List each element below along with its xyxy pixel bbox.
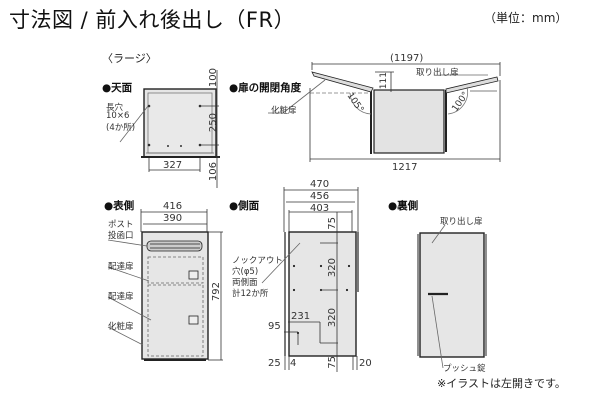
dim-top-100: 100 xyxy=(208,68,219,88)
dim-25: 25 xyxy=(268,358,281,369)
dim-height: 792 xyxy=(211,282,222,302)
dim-overall: 1217 xyxy=(392,162,418,173)
dim-95: 95 xyxy=(268,321,281,332)
dim-outer-width: 416 xyxy=(163,201,183,212)
dim-4: 4 xyxy=(290,358,297,369)
dim-top-106: 106 xyxy=(208,162,219,182)
knockout-note-2: 穴(φ5) xyxy=(232,267,259,277)
dim-side-mid1: 320 xyxy=(327,258,338,278)
dim-side-mid2: 320 xyxy=(327,308,338,328)
page-title: 寸法図 / 前入れ後出し（FR） xyxy=(9,8,296,32)
label-delivery-door-2: 配達扉 xyxy=(108,292,134,302)
slot-note-3: (4か所) xyxy=(106,123,136,133)
front-view-title: ●表側 xyxy=(104,200,135,212)
variant-label: 〈ラージ〉 xyxy=(102,52,157,65)
dim-overall-open: (1197) xyxy=(390,53,424,64)
dim-top-width: 327 xyxy=(163,160,183,171)
dim-w470: 470 xyxy=(310,179,330,190)
door-angle-drawing xyxy=(268,62,501,162)
mail-slot-shape xyxy=(146,240,203,252)
dim-20: 20 xyxy=(359,358,372,369)
dim-w456: 456 xyxy=(310,191,330,202)
label-slot: 投函口 xyxy=(108,231,134,241)
back-door-label: 取り出し扉 xyxy=(440,217,483,227)
side-view-drawing xyxy=(261,187,359,372)
dim-height-offset: 111 xyxy=(379,72,389,90)
unit-label: （単位：mm） xyxy=(484,11,568,25)
slot-note-1: 長穴 xyxy=(106,103,124,113)
footnote: ※イラストは左開きです。 xyxy=(437,377,566,390)
back-view-drawing xyxy=(417,224,487,369)
front-door-label: 化粧扉 xyxy=(271,106,297,116)
dim-side-bottom: 75 xyxy=(327,356,338,369)
dim-231: 231 xyxy=(291,311,311,322)
dim-w403: 403 xyxy=(310,203,330,214)
knockout-note-1: ノックアウト xyxy=(232,256,283,266)
label-delivery-door-1: 配達扉 xyxy=(108,262,134,272)
front-view-drawing xyxy=(107,209,223,361)
side-view-title: ●側面 xyxy=(229,200,260,212)
side-body xyxy=(288,231,357,357)
dim-side-top: 75 xyxy=(327,217,338,230)
knockout-note-4: 計12か所 xyxy=(232,289,269,299)
dim-inner-width: 390 xyxy=(163,213,183,224)
angle-body xyxy=(373,89,445,154)
label-front-door: 化粧扉 xyxy=(108,322,134,332)
label-post: ポスト xyxy=(108,220,134,230)
rear-door-label: 取り出し扉 xyxy=(416,68,459,78)
top-view-title: ●天面 xyxy=(102,82,133,94)
push-lock-label: プッシュ錠 xyxy=(443,364,486,374)
slot-note-2: 10×6 xyxy=(106,111,130,121)
door-angle-title: ●扉の開閉角度 xyxy=(229,82,302,94)
knockout-note-3: 両側面 xyxy=(232,278,258,288)
back-view-title: ●裏側 xyxy=(388,200,419,212)
dim-top-250: 250 xyxy=(208,113,219,133)
top-view-drawing xyxy=(119,70,220,188)
